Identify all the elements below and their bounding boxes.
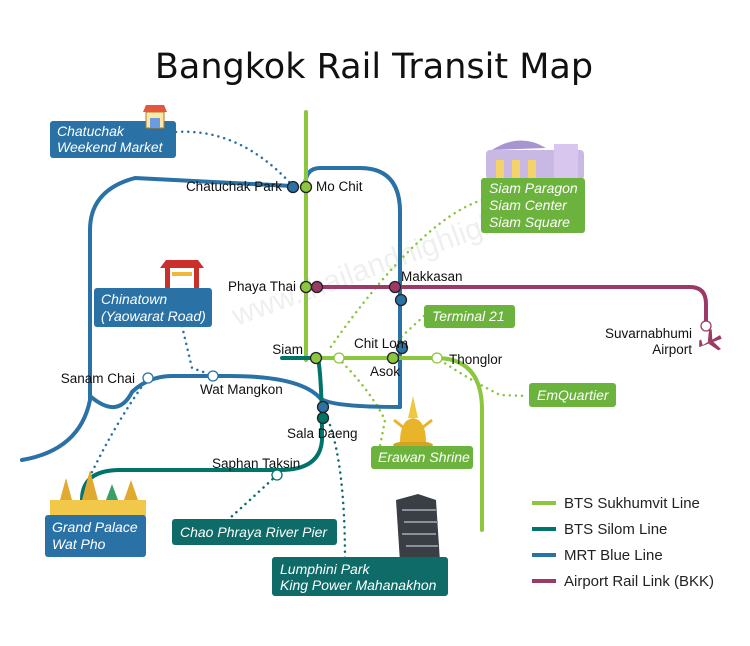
station-markers — [142, 180, 712, 481]
station-dot-asok — [386, 351, 400, 365]
station-dot-sanam-chai — [142, 372, 154, 384]
rail-lines — [20, 110, 708, 532]
attraction-siam-square: Siam Square — [489, 214, 570, 230]
station-label-saphan-taksin: Saphan Taksin — [212, 456, 300, 471]
attraction-grand-palace-line1: Grand Palace — [52, 519, 138, 535]
attraction-grand-palace[interactable]: Grand Palace Wat Pho — [45, 470, 146, 557]
attraction-chinatown[interactable]: Chinatown (Yaowarat Road) — [94, 260, 212, 327]
station-label-makkasan: Makkasan — [401, 269, 463, 284]
station-label-thonglor: Thonglor — [449, 352, 503, 367]
station-label-airport: Airport — [652, 342, 692, 357]
station-labels: Chatuchak Park Mo Chit Phaya Thai Makkas… — [61, 179, 693, 471]
chinese-gate-icon — [160, 260, 204, 288]
connector-erawan — [336, 356, 387, 448]
station-dot-silom-mrt — [316, 400, 330, 414]
attraction-siam-paragon: Siam Paragon — [489, 180, 578, 196]
attraction-erawan[interactable]: Erawan Shrine — [371, 396, 473, 469]
station-label-mo-chit: Mo Chit — [316, 179, 363, 194]
connector-siam-malls — [328, 198, 484, 350]
attraction-river-pier[interactable]: Chao Phraya River Pier — [172, 519, 337, 545]
station-label-phaya-thai: Phaya Thai — [228, 279, 296, 294]
station-label-chit-lom: Chit Lom — [354, 336, 408, 351]
attraction-chatuchak-line1: Chatuchak — [57, 123, 125, 139]
station-label-asok: Asok — [370, 364, 400, 379]
attraction-chinatown-line1: Chinatown — [101, 291, 167, 307]
legend-label-1: BTS Silom Line — [564, 521, 667, 538]
airplane-icon — [699, 329, 722, 351]
station-dot-phetchaburi — [394, 293, 408, 307]
station-label-sala-daeng: Sala Daeng — [287, 426, 358, 441]
attraction-lumphini-line2: King Power Mahanakhon — [280, 577, 437, 593]
connector-chatuchak — [174, 130, 294, 187]
attraction-chinatown-line2: (Yaowarat Road) — [101, 308, 206, 324]
shopping-mall-icon — [486, 140, 584, 180]
station-dot-sala-daeng — [316, 411, 330, 425]
attraction-terminal21-label: Terminal 21 — [432, 308, 505, 324]
attraction-emquartier-label: EmQuartier — [537, 387, 610, 403]
attraction-chatuchak[interactable]: Chatuchak Weekend Market — [50, 105, 176, 158]
station-label-suvarnabhumi: Suvarnabhumi — [605, 326, 692, 341]
attraction-river-pier-label: Chao Phraya River Pier — [180, 524, 328, 540]
page-title: Bangkok Rail Transit Map — [155, 47, 593, 87]
connector-lumphini — [328, 423, 347, 562]
legend-label-0: BTS Sukhumvit Line — [564, 495, 700, 512]
station-dot-chit-lom — [333, 352, 345, 364]
station-dot-thonglor — [431, 352, 443, 364]
station-dot-wat-mangkon — [207, 370, 219, 382]
station-dot-sukhumvit-mrt — [395, 341, 409, 355]
station-dot-chatuchak-park — [286, 180, 300, 194]
legend-label-3: Airport Rail Link (BKK) — [564, 573, 714, 590]
attraction-lumphini[interactable]: Lumphini Park King Power Mahanakhon — [272, 494, 448, 596]
station-dot-phaya-thai-bts — [299, 280, 313, 294]
temple-icon — [50, 470, 146, 516]
connector-river-pier — [228, 473, 279, 520]
station-label-siam: Siam — [272, 342, 303, 357]
station-label-sanam-chai: Sanam Chai — [61, 371, 135, 386]
attraction-emquartier[interactable]: EmQuartier — [529, 383, 616, 407]
market-stall-icon — [143, 105, 167, 129]
mrt-line-west — [20, 176, 294, 462]
station-label-chatuchak-park: Chatuchak Park — [186, 179, 282, 194]
attraction-siam-center: Siam Center — [489, 197, 568, 213]
attraction-erawan-label: Erawan Shrine — [378, 449, 470, 465]
silom-line — [80, 356, 324, 502]
skyscraper-icon — [396, 494, 440, 562]
attraction-siam-malls[interactable]: Siam Paragon Siam Center Siam Square — [481, 140, 585, 233]
station-dot-suvarnabhumi — [700, 320, 712, 332]
station-dot-saphan-taksin — [271, 469, 283, 481]
attraction-lumphini-line1: Lumphini Park — [280, 561, 370, 577]
attraction-chatuchak-line2: Weekend Market — [57, 139, 164, 155]
station-label-wat-mangkon: Wat Mangkon — [200, 382, 283, 397]
station-dot-makkasan — [388, 280, 402, 294]
legend-label-2: MRT Blue Line — [564, 547, 663, 564]
connector-terminal21 — [398, 314, 426, 340]
attraction-grand-palace-line2: Wat Pho — [52, 536, 106, 552]
station-dot-siam — [309, 351, 323, 365]
station-dot-phaya-thai-arl — [310, 280, 324, 294]
airport-rail-line — [314, 285, 708, 324]
station-dot-mo-chit — [299, 180, 313, 194]
attraction-terminal21[interactable]: Terminal 21 — [424, 305, 515, 328]
connector-chinatown — [180, 324, 214, 377]
